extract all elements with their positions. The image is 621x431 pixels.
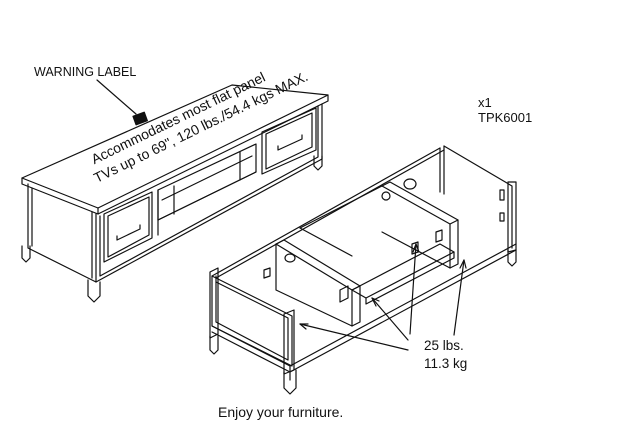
- quantity-text: x1: [478, 95, 492, 110]
- warning-label-marker: [132, 111, 148, 126]
- right-drawer-front: [261, 107, 317, 175]
- left-drawer-handle: [116, 224, 141, 241]
- carcass-leg: [507, 249, 517, 267]
- left-drawer-front: [103, 191, 153, 263]
- capacity-line-1: Accommodates most flat panel: [89, 69, 268, 167]
- stand-leg: [313, 155, 323, 171]
- carcass-leg: [283, 369, 297, 395]
- stand-leg: [87, 279, 101, 303]
- left-side-panel: [211, 275, 293, 367]
- assembled-tv-stand: [21, 79, 329, 303]
- shelf-weight-lbs: 25 lbs.: [424, 338, 464, 353]
- weight-arrow-2: [371, 297, 409, 341]
- footer-text: Enjoy your furniture.: [218, 404, 343, 420]
- right-drawer-handle: [277, 134, 303, 151]
- stand-leg: [21, 245, 31, 263]
- open-carcass: [209, 145, 517, 395]
- shelf-divider-back: [381, 185, 451, 269]
- weight-arrow-3: [409, 243, 417, 335]
- inner-shelf: [351, 243, 455, 299]
- hole-back-panel: [403, 178, 417, 190]
- weight-arrow-4: [453, 259, 465, 336]
- part-number-text: TPK6001: [478, 110, 532, 125]
- weight-arrow-1: [299, 323, 409, 351]
- warning-label-text: WARNING LABEL: [34, 65, 136, 79]
- capacity-line-2: TVs up to 69", 120 lbs./54.4 kgs MAX.: [91, 68, 310, 186]
- shelf-weight-kg: 11.3 kg: [424, 356, 467, 371]
- carcass-leg: [209, 335, 219, 355]
- warning-label-leader: [96, 79, 137, 115]
- hole-divider: [381, 191, 391, 201]
- hole-divider: [284, 253, 296, 263]
